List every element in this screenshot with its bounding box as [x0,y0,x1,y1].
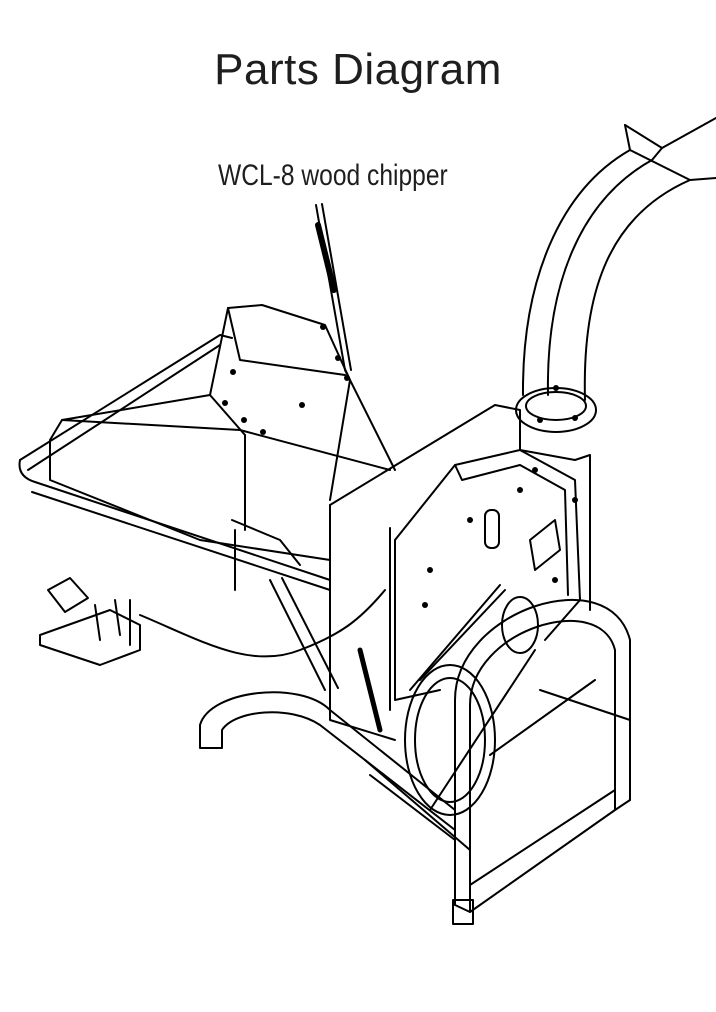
model-caption: WCL-8 wood chipper [218,159,448,192]
front-frame [453,600,630,924]
feed-hopper [50,305,390,560]
bolts [222,324,578,608]
chipper-housing [330,405,590,740]
page-title: Parts Diagram [214,45,502,94]
base-frame [200,690,630,850]
linkage [232,520,380,730]
control-lever [316,204,395,470]
hopper-guard-rail [20,335,330,590]
control-cable [140,590,385,657]
foot-pedal [40,578,140,665]
discharge-chute [516,118,716,432]
belt-drive [405,585,538,815]
